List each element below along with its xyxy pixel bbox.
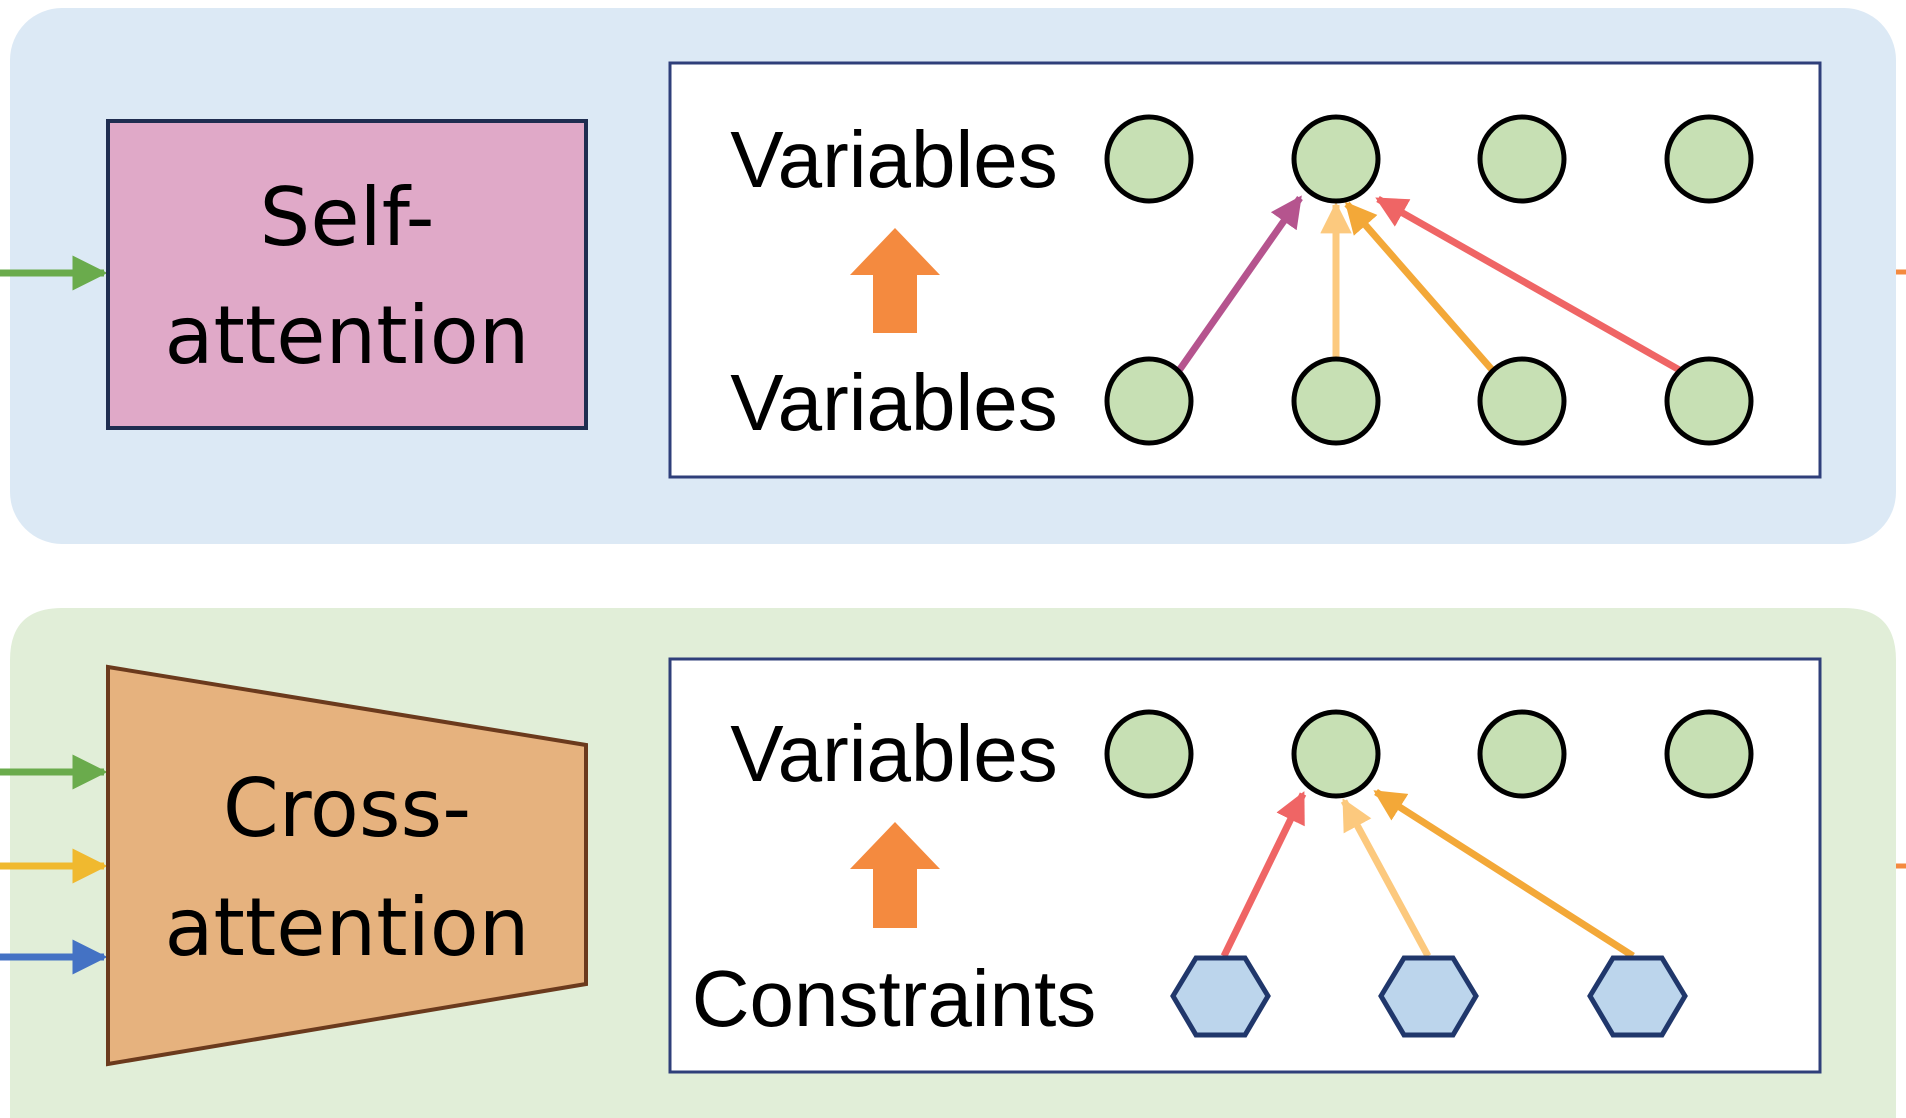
- variable-node: [1477, 356, 1567, 446]
- lower-row-label: Constraints: [692, 954, 1097, 1043]
- self-attention-label-line2: attention: [165, 289, 530, 382]
- variable-node: [1291, 356, 1381, 446]
- upper-row-label: Variables: [730, 709, 1058, 798]
- constraint-node: [1378, 955, 1479, 1038]
- variable-node: [1104, 114, 1194, 204]
- cross-attention-label-line2: attention: [165, 881, 530, 974]
- edge-orange: [1344, 201, 1497, 375]
- variable-node: [1291, 114, 1381, 204]
- variable-node: [1664, 114, 1754, 204]
- edge-purple: [1175, 195, 1303, 375]
- self-attention-panel: Self- attention Variables Variables: [0, 8, 1906, 544]
- variable-node: [1104, 356, 1194, 446]
- cross-attention-block: [106, 664, 588, 1067]
- self-attention-block: [106, 119, 588, 430]
- variable-node: [1664, 356, 1754, 446]
- edge-red: [1375, 195, 1685, 376]
- cross-attention-label-line1: Cross-: [223, 762, 471, 855]
- update-arrow-icon: [850, 822, 940, 928]
- variable-node: [1291, 709, 1381, 799]
- variable-node: [1477, 114, 1567, 204]
- update-arrow-icon: [850, 228, 940, 333]
- variable-node: [1664, 709, 1754, 799]
- variable-node: [1477, 709, 1567, 799]
- lower-row-label: Variables: [730, 358, 1058, 447]
- edge-light-orange: [1340, 798, 1432, 958]
- variable-node: [1104, 709, 1194, 799]
- constraint-node: [1587, 955, 1688, 1038]
- upper-row-label: Variables: [730, 115, 1058, 204]
- constraint-node: [1170, 955, 1271, 1038]
- edge-red: [1220, 791, 1307, 958]
- edge-orange: [1373, 789, 1635, 959]
- self-attention-label-line1: Self-: [260, 171, 435, 264]
- cross-attention-panel: Cross- attention Variables Constraints: [0, 608, 1906, 1118]
